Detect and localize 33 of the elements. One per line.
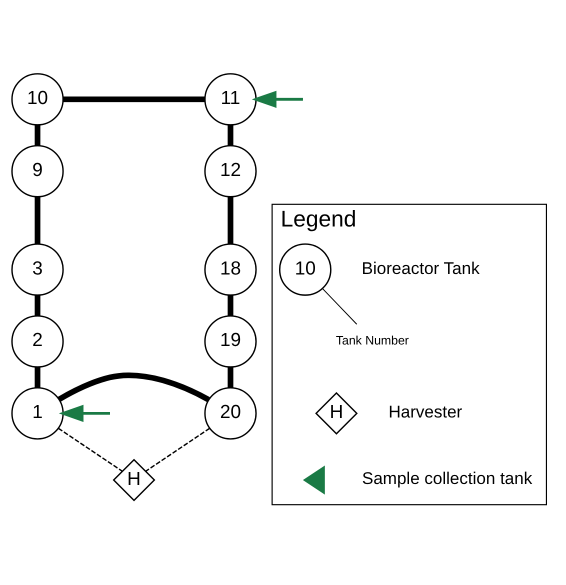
legend-label: Sample collection tank: [362, 468, 532, 488]
connector: [228, 124, 234, 145]
node-circle: 10: [278, 242, 332, 296]
connector: [228, 294, 234, 316]
connector: [228, 196, 234, 244]
node-circle: 11: [204, 72, 257, 126]
connector: [63, 96, 205, 102]
node-diamond: H: [315, 392, 358, 434]
connector: [58, 427, 123, 472]
node-circle: 3: [11, 242, 64, 296]
node-circle: 10: [11, 72, 64, 126]
connector: [34, 366, 40, 388]
node-diamond: H: [112, 458, 156, 501]
node-text: Tank Number: [336, 333, 409, 348]
legend-label: Bioreactor Tank: [362, 258, 480, 278]
node-circle: 2: [11, 314, 64, 368]
node-triangle: [302, 464, 325, 494]
connector: [145, 427, 210, 472]
connector: [34, 294, 40, 316]
node-circle: 9: [11, 144, 64, 197]
connector: [34, 124, 40, 145]
node-circle: 19: [204, 314, 257, 368]
arrow: [58, 404, 110, 422]
node-circle: 12: [204, 144, 257, 197]
arrow: [252, 90, 303, 108]
connector: [228, 366, 234, 388]
node-circle: 20: [204, 386, 257, 440]
connector: [58, 372, 210, 402]
legend-label: Harvester: [388, 402, 462, 422]
node-circle: 1: [11, 386, 64, 440]
node-circle: 18: [204, 242, 257, 296]
connector: [322, 288, 358, 324]
connector: [34, 196, 40, 244]
